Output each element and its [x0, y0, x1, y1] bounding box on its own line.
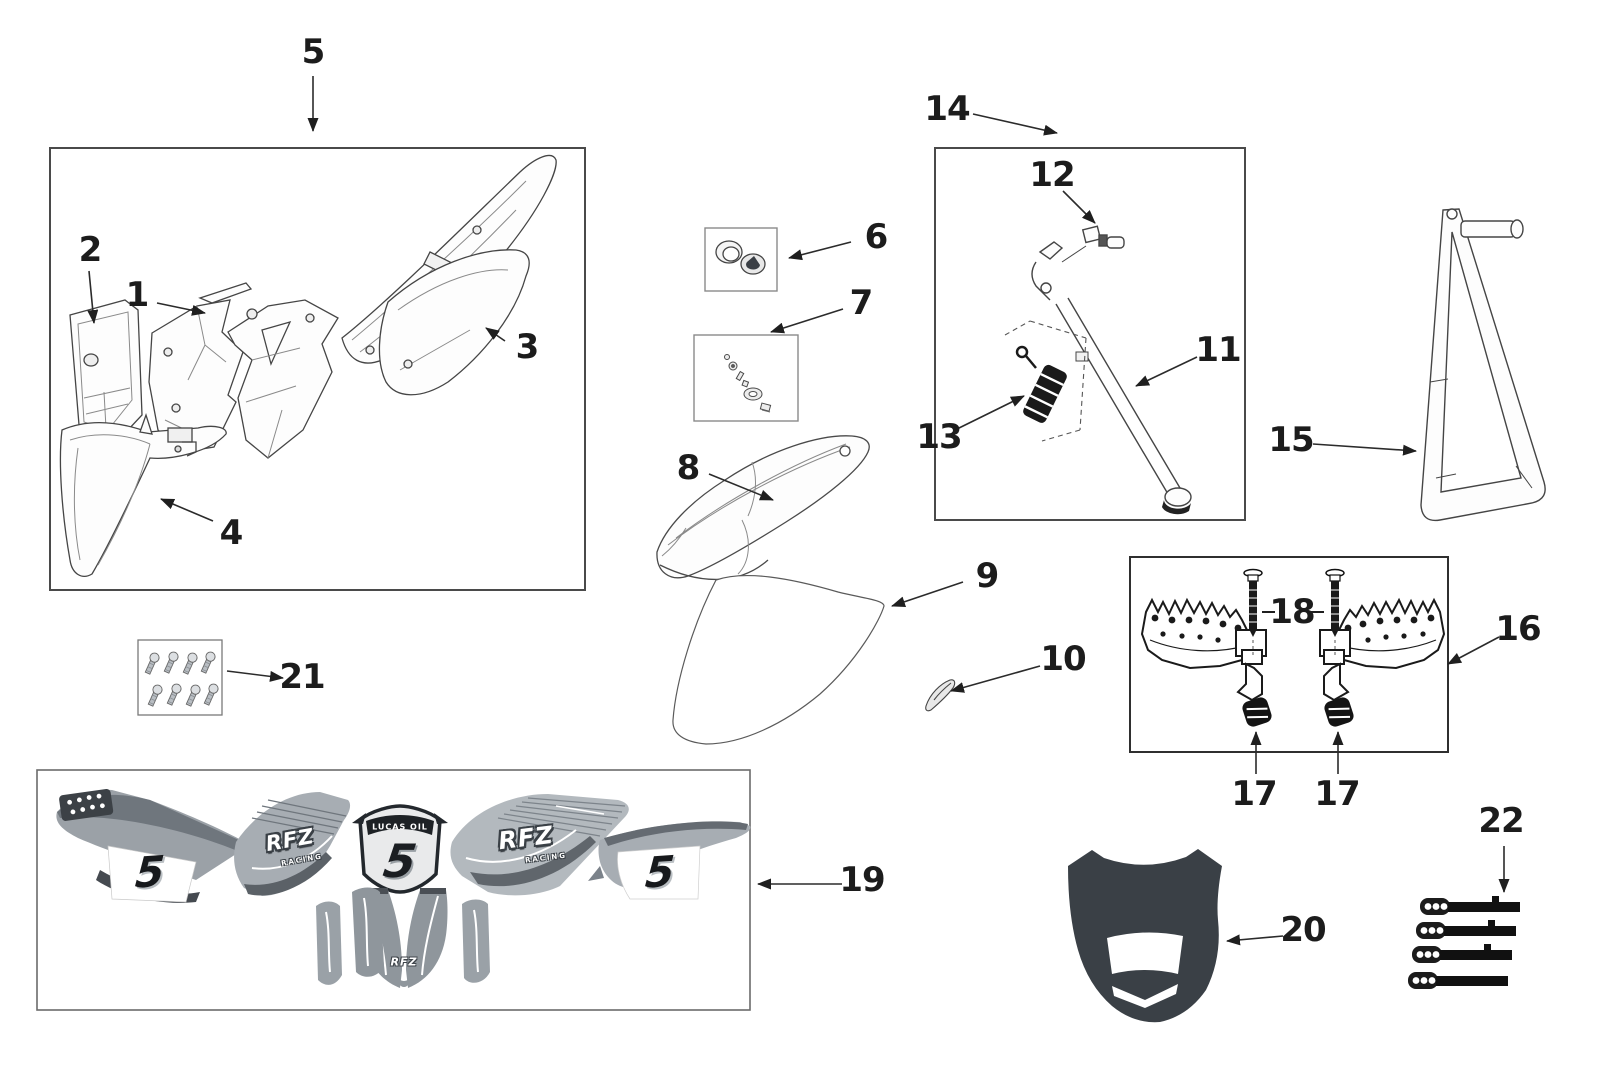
lucas-oil-sponsor-text: LUCAS OIL [372, 822, 428, 832]
part-petcock-hardware-drawing [724, 354, 772, 413]
part-footpeg-bolts-drawing [1243, 568, 1345, 657]
part-seat-base-drawing [672, 574, 885, 745]
callout-part-17-right: 17 [1314, 774, 1360, 814]
callout-part-15: 15 [1268, 420, 1314, 460]
callout-part-21: 21 [279, 657, 325, 697]
part-kickstand-drawing [1004, 225, 1192, 515]
callout-part-8: 8 [676, 448, 701, 488]
callout-part-2: 2 [78, 230, 103, 270]
callout-part-5: 5 [301, 32, 326, 72]
callout-part-4: 4 [219, 513, 244, 553]
part-rear-fender-drawing [341, 155, 557, 396]
part-bolt-kit-drawing [144, 650, 221, 708]
callout-part-11: 11 [1195, 330, 1241, 370]
callout-part-13: 13 [916, 417, 962, 457]
callout-part-1: 1 [125, 275, 150, 315]
box-hardware-kit [693, 334, 799, 422]
part-seat-bracket-drawing [925, 679, 956, 712]
part-radiator-shrouds-drawing [148, 282, 339, 459]
callout-part-14: 14 [924, 89, 970, 129]
callout-part-6: 6 [864, 217, 889, 257]
callout-part-16: 16 [1495, 609, 1541, 649]
callout-part-19: 19 [839, 860, 885, 900]
part-footpeg-springs-drawing [1242, 697, 1354, 727]
callout-part-3: 3 [515, 327, 540, 367]
decal-swingarm-left [56, 789, 250, 903]
part-footpegs-drawing [1140, 568, 1445, 727]
decal-shroud-right [450, 794, 629, 896]
part-headlight-mask-drawing [1068, 849, 1222, 1023]
callout-part-10: 10 [1040, 639, 1086, 679]
decal-side-panel-right [588, 821, 751, 900]
race-number-left: 5 [133, 846, 167, 898]
callout-part-12: 12 [1029, 155, 1075, 195]
part-strap-kit-drawing [1408, 896, 1520, 989]
callout-part-7: 7 [849, 283, 874, 323]
callout-part-9: 9 [975, 556, 1000, 596]
decal-kit-drawing [56, 789, 751, 988]
part-kickstand-spring-drawing [1015, 345, 1067, 423]
decal-fork-guards [316, 887, 490, 985]
callout-part-20: 20 [1280, 910, 1326, 950]
callout-part-17-left: 17 [1231, 774, 1277, 814]
callout-part-18: 18 [1269, 592, 1315, 632]
decal-shroud-left [234, 792, 351, 896]
callout-part-22: 22 [1478, 801, 1524, 841]
callout-arrows [87, 76, 1510, 946]
part-front-number-plate-drawing [69, 299, 143, 448]
part-fuel-cap-drawing [715, 240, 766, 275]
race-number-right: 5 [643, 846, 677, 898]
box-fuel-cap [704, 227, 778, 292]
part-triangle-stand-drawing [1420, 208, 1546, 522]
rfz-logo-fender: RFZ [390, 955, 418, 969]
part-front-fender-drawing [59, 412, 227, 577]
